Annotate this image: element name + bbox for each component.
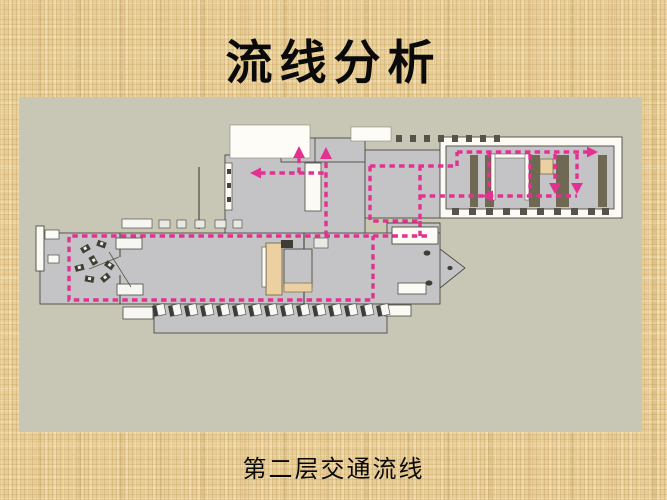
- slide-title: 流线分析: [225, 38, 442, 90]
- floor-plan-panel: [19, 97, 642, 432]
- slide-caption: 第二层交通流线: [242, 457, 425, 483]
- flow-lines: [67, 150, 587, 302]
- floor-plan-image: [35, 124, 623, 334]
- furniture: [74, 218, 391, 320]
- flow-arrows: [250, 146, 598, 202]
- chair-row: [151, 303, 391, 318]
